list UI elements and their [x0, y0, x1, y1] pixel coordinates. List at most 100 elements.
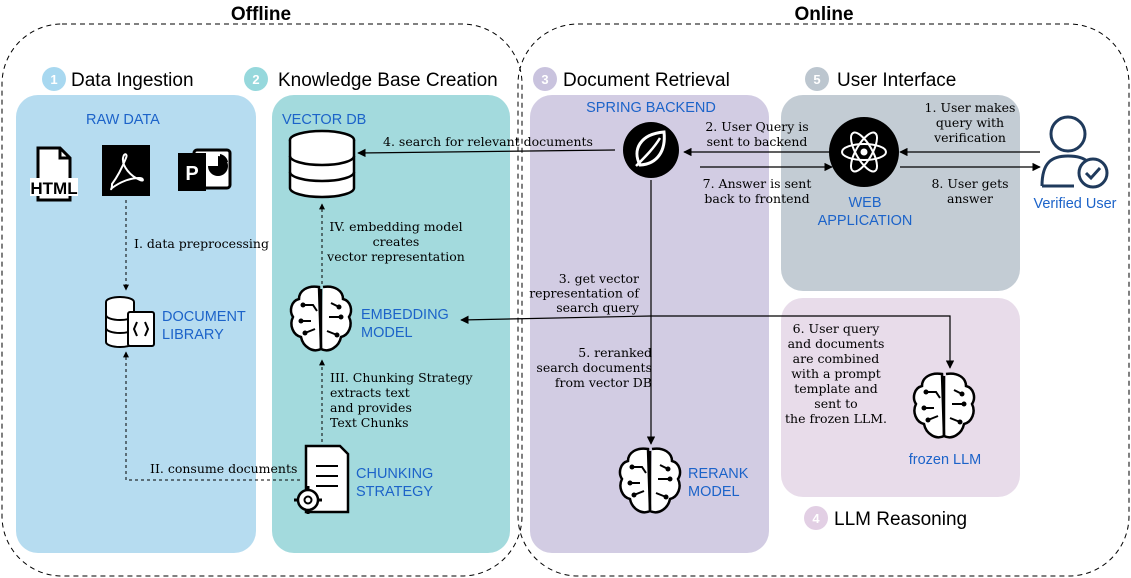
text-line: EMBEDDING: [361, 307, 449, 323]
text-line: and documents: [788, 336, 885, 351]
frozen-llm-label: frozen LLM: [909, 452, 982, 468]
arrow-4: [357, 148, 616, 158]
text-line: vector representation: [326, 249, 465, 264]
section-document-retrieval: 3 Document Retrieval: [533, 67, 730, 91]
spring-leaf-icon: [623, 122, 679, 178]
step-i-label: I. data preprocessing: [134, 236, 269, 251]
step-ii-label: II. consume documents: [150, 461, 297, 476]
powerpoint-icon: P: [178, 148, 232, 191]
text-line: from vector DB: [555, 375, 652, 390]
text-line: IV. embedding model: [329, 219, 462, 234]
arrow-3: [460, 315, 652, 325]
text-line: the frozen LLM.: [785, 411, 887, 426]
section-number: 1: [50, 72, 57, 87]
text-line: 3. get vector: [559, 271, 639, 286]
section-knowledge-base: 2 Knowledge Base Creation: [244, 67, 498, 91]
document-gear-icon: [294, 444, 350, 514]
text-line: back to frontend: [704, 191, 809, 206]
database-icon: [288, 129, 356, 199]
text-line: template and: [794, 381, 878, 396]
document-db-icon: [105, 296, 155, 348]
spring-backend-label: SPRING BACKEND: [586, 100, 716, 116]
text-line: 2. User Query is: [705, 119, 808, 134]
text-line: III. Chunking Strategy: [330, 370, 474, 385]
section-title: User Interface: [837, 70, 956, 91]
html-file-icon: HTML: [30, 146, 78, 202]
llm-panel: [781, 298, 1020, 497]
chunking-strategy-label: CHUNKING STRATEGY: [356, 466, 433, 500]
text-line: 6. User query: [793, 321, 881, 336]
text-line: Text Chunks: [330, 415, 409, 430]
text-line: II. consume documents: [150, 461, 297, 476]
text-line: sent to backend: [707, 134, 808, 149]
section-user-interface: 5 User Interface: [805, 67, 956, 91]
retrieval-panel: [530, 95, 769, 553]
text-line: representation of: [529, 286, 640, 301]
section-title: Document Retrieval: [563, 70, 730, 91]
text-line: creates: [373, 234, 420, 249]
text-line: WEB: [848, 195, 881, 211]
section-title: Data Ingestion: [71, 70, 194, 91]
step-4-label: 4. search for relevant documents: [383, 134, 593, 149]
text-line: STRATEGY: [356, 484, 433, 500]
react-atom-icon: [829, 117, 899, 187]
section-title: Knowledge Base Creation: [278, 70, 498, 91]
section-llm-reasoning: 4 LLM Reasoning: [804, 506, 967, 530]
text-line: search documents: [536, 360, 652, 375]
neural-brain-icon: [618, 447, 682, 514]
arrow-ii: [123, 351, 300, 481]
text-line: 8. User gets: [931, 176, 1008, 191]
vector-db-label: VECTOR DB: [282, 112, 366, 128]
raw-data-label: RAW DATA: [86, 112, 160, 128]
text-line: answer: [947, 191, 993, 206]
offline-header: Offline: [231, 4, 291, 25]
rerank-model-label: RERANK MODEL: [688, 466, 749, 500]
text-line: CHUNKING: [356, 466, 433, 482]
user-check-icon: [1040, 115, 1109, 189]
text-line: search query: [556, 300, 640, 315]
online-container: [517, 23, 1130, 577]
neural-brain-icon: [289, 285, 353, 352]
text-line: are combined: [793, 351, 880, 366]
text-line: query with: [936, 115, 1004, 130]
text-line: MODEL: [361, 325, 413, 341]
offline-container: [1, 23, 523, 577]
text-line: with a prompt: [791, 366, 881, 381]
embedding-model-label: EMBEDDING MODEL: [361, 307, 449, 341]
text-line: RERANK: [688, 466, 749, 482]
text-line: MODEL: [688, 484, 740, 500]
text-line: 1. User makes: [925, 100, 1016, 115]
text-line: APPLICATION: [818, 213, 913, 229]
neural-brain-icon: [912, 372, 976, 439]
text-line: I. data preprocessing: [134, 236, 269, 251]
text-line: sent to: [814, 396, 857, 411]
section-number: 4: [812, 511, 820, 526]
text-line: LIBRARY: [162, 327, 224, 343]
verified-user-label: Verified User: [1033, 196, 1116, 212]
section-title: LLM Reasoning: [834, 509, 967, 530]
section-number: 2: [252, 72, 259, 87]
section-number: 5: [813, 72, 820, 87]
web-application-label: WEB APPLICATION: [818, 195, 913, 229]
html-icon-text: HTML: [30, 179, 77, 198]
online-header: Online: [794, 4, 853, 25]
text-line: 7. Answer is sent: [703, 176, 812, 191]
text-line: and provides: [330, 400, 412, 415]
section-data-ingestion: 1 Data Ingestion: [42, 67, 194, 91]
kb-panel: [272, 95, 510, 553]
text-line: extracts text: [330, 385, 410, 400]
text-line: verification: [933, 130, 1006, 145]
text-line: 4. search for relevant documents: [383, 134, 593, 149]
arrow-6: [651, 315, 955, 369]
